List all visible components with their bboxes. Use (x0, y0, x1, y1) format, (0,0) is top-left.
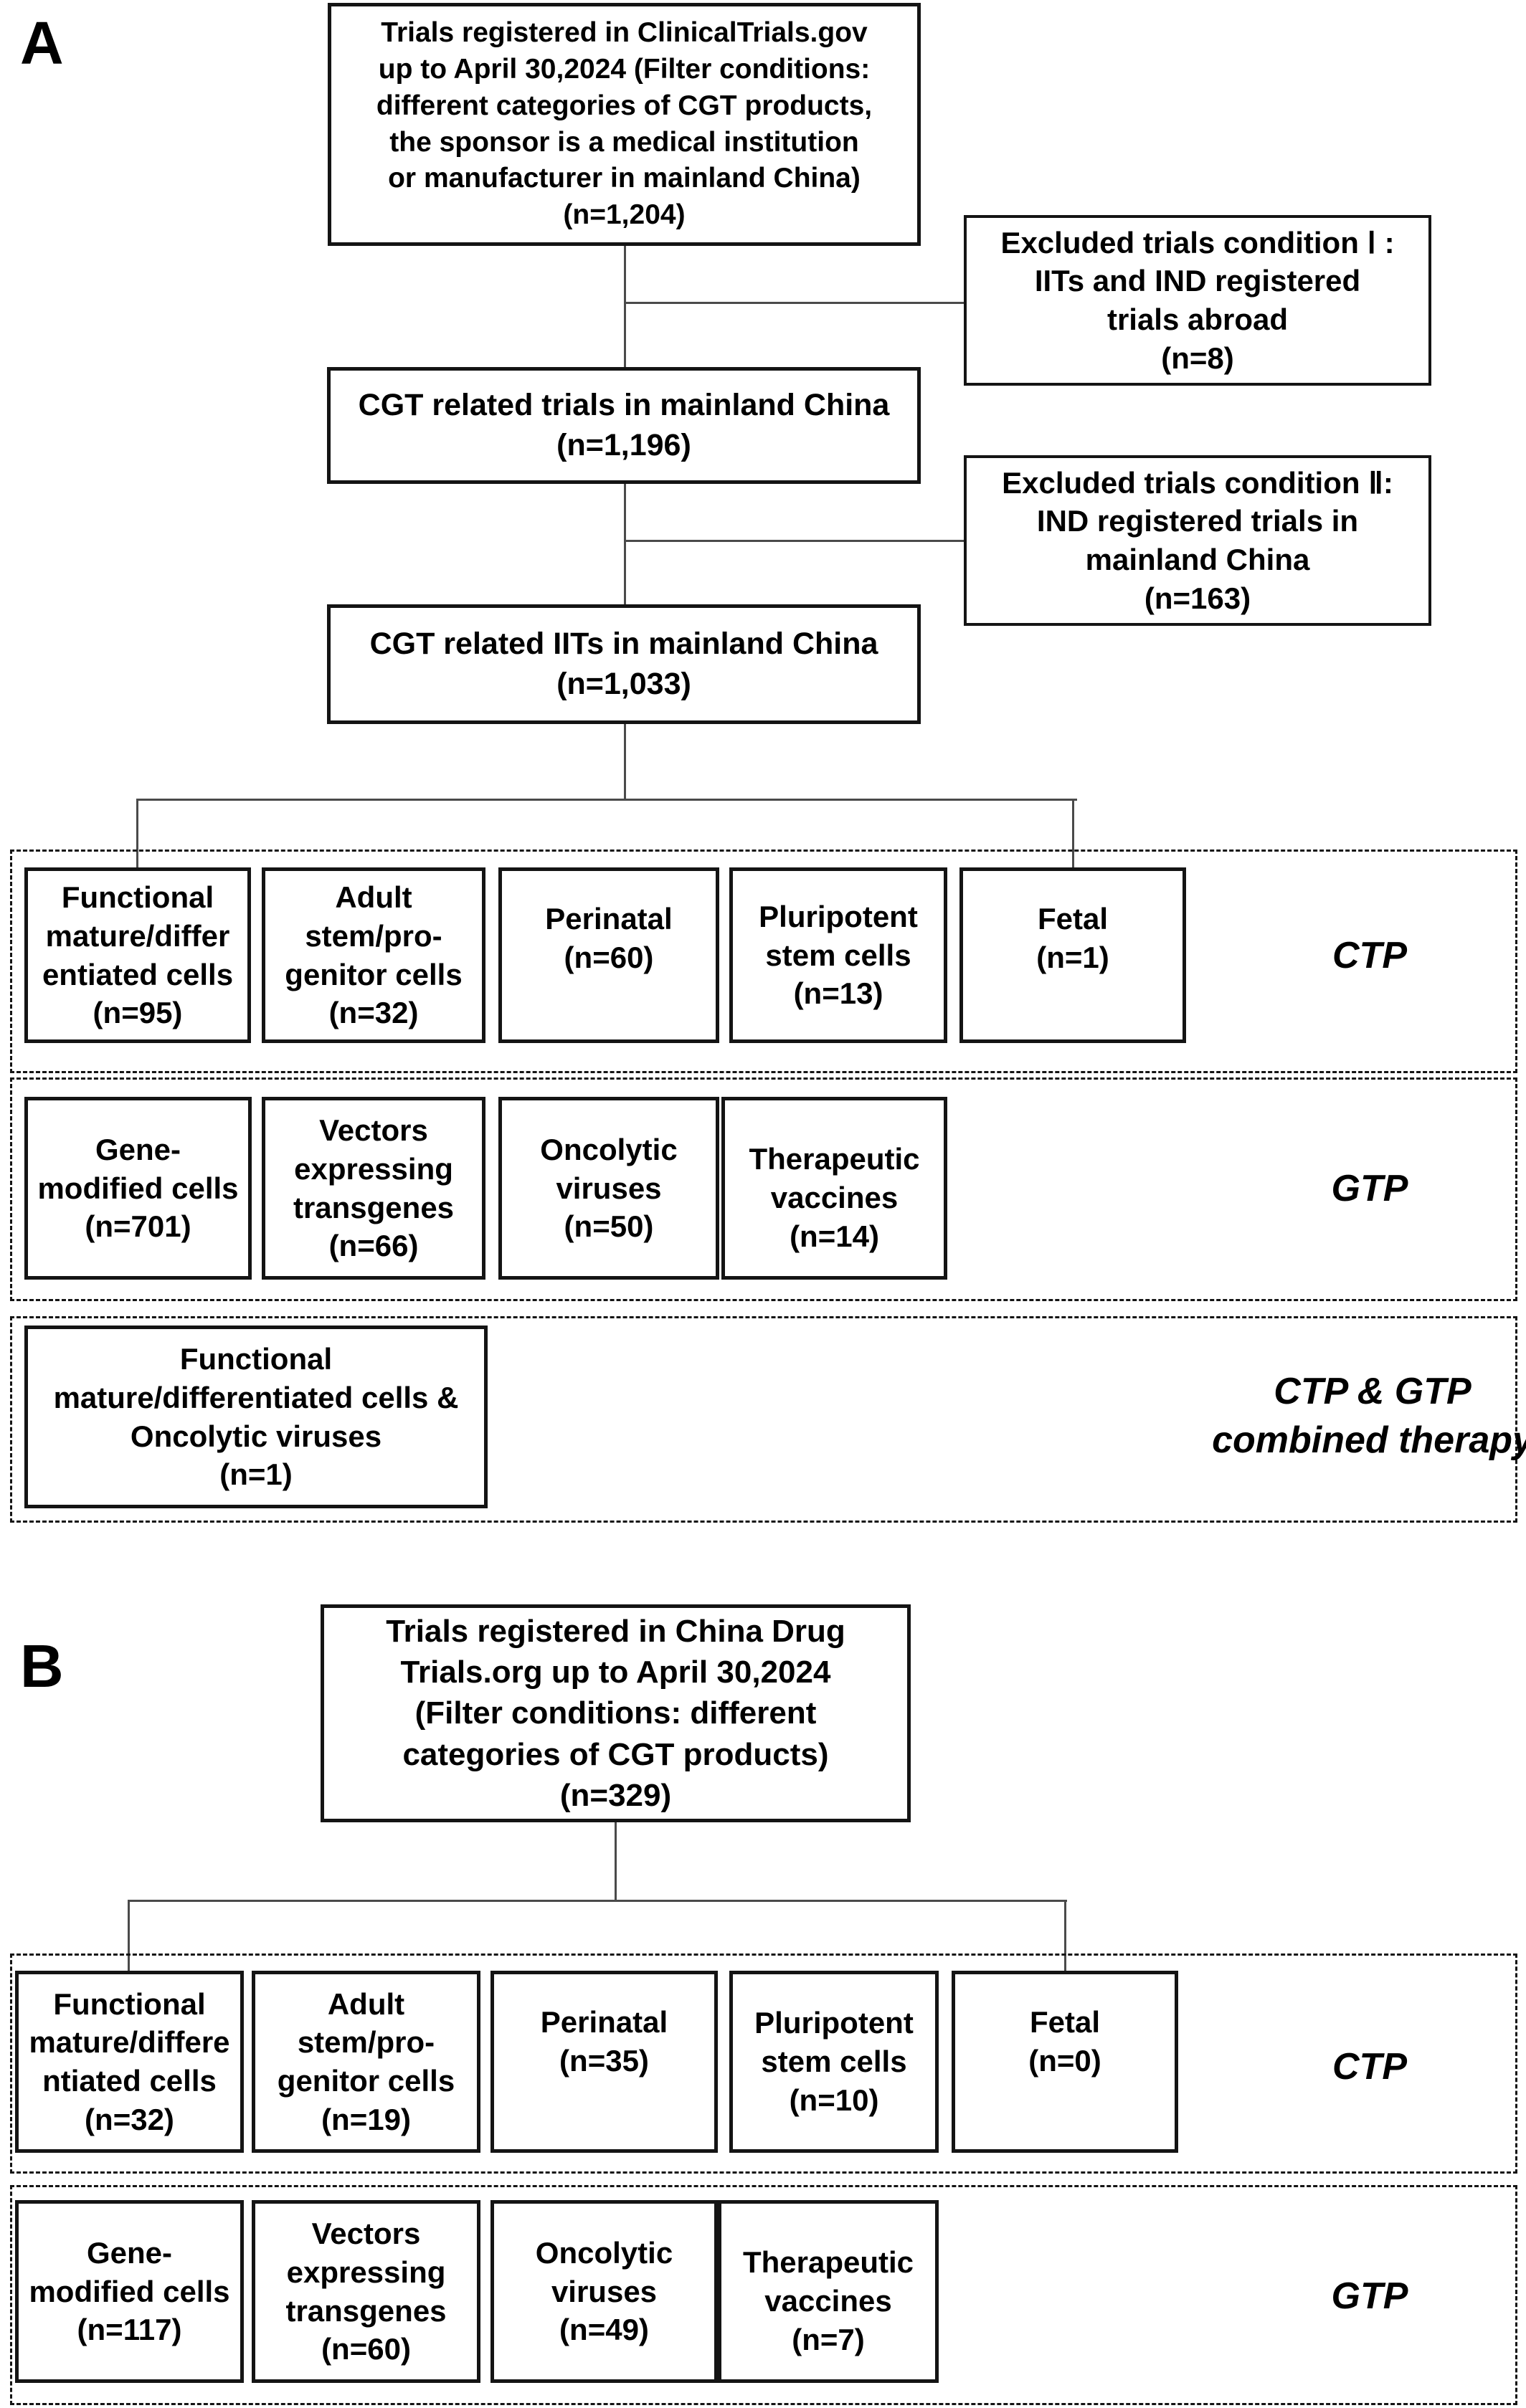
box-a-gtp-vectors: Vectors expressing transgenes (n=66) (262, 1097, 485, 1280)
box-b-gtp-vectors: Vectors expressing transgenes (n=60) (252, 2200, 480, 2383)
box-b-ctp-fetal-text: Fetal (n=0) (1028, 2005, 1101, 2078)
box-a-ctp-fetal: Fetal (n=1) (959, 867, 1186, 1043)
box-b-gtp-oncolytic: Oncolytic viruses (n=49) (490, 2200, 718, 2383)
box-a-excluded-condition-1-text: Excluded trials condition Ⅰ : IITs and I… (1000, 225, 1395, 375)
box-a-combined: Functional mature/differentiated cells &… (24, 1326, 488, 1508)
box-a-combined-text: Functional mature/differentiated cells &… (53, 1342, 459, 1492)
box-a-trials-registered-text: Trials registered in ClinicalTrials.gov … (376, 17, 873, 230)
group-b-gtp (10, 2185, 1517, 2405)
box-a-trials-registered: Trials registered in ClinicalTrials.gov … (328, 3, 921, 246)
box-a-ctp-functional-text: Functional mature/differ entiated cells … (42, 880, 234, 1030)
connector-b-branch-horizontal (128, 1900, 1067, 1902)
box-a-gtp-vaccines-text: Therapeutic vaccines (n=14) (749, 1142, 920, 1253)
box-b-ctp-functional-text: Functional mature/differe ntiated cells … (29, 1986, 230, 2136)
box-a-gtp-oncolytic-text: Oncolytic viruses (n=50) (540, 1132, 678, 1244)
box-b-gtp-vaccines-text: Therapeutic vaccines (n=7) (742, 2245, 914, 2356)
box-b-ctp-perinatal: Perinatal (n=35) (490, 1971, 718, 2153)
box-b-ctp-adult-stem: Adult stem/pro- genitor cells (n=19) (252, 1971, 480, 2153)
group-a-combined (10, 1316, 1517, 1523)
connector-b-branch-left-drop (128, 1900, 130, 1971)
panel-a-label: A (20, 9, 64, 77)
box-b-gtp-gene-modified-text: Gene- modified cells (n=117) (29, 2235, 230, 2347)
connector-a-vertical-1 (624, 246, 626, 367)
category-label-a-ctp: CTP (1332, 935, 1407, 976)
connector-a-branch-right-drop (1072, 799, 1074, 869)
box-b-trials-registered: Trials registered in China Drug Trials.o… (321, 1604, 911, 1822)
box-a-excluded-condition-1: Excluded trials condition Ⅰ : IITs and I… (964, 215, 1431, 386)
box-a-excluded-condition-2: Excluded trials condition Ⅱ: IND registe… (964, 455, 1431, 626)
box-a-gtp-gene-modified-text: Gene- modified cells (n=701) (37, 1132, 239, 1244)
box-b-gtp-vaccines: Therapeutic vaccines (n=7) (718, 2200, 939, 2383)
box-b-gtp-vectors-text: Vectors expressing transgenes (n=60) (285, 2217, 447, 2366)
group-a-gtp (10, 1077, 1517, 1301)
connector-a-vertical-3 (624, 724, 626, 800)
panel-b-label: B (20, 1632, 64, 1700)
box-a-ctp-pluripotent: Pluripotent stem cells (n=13) (729, 867, 947, 1043)
box-a-ctp-pluripotent-text: Pluripotent stem cells (n=13) (759, 899, 918, 1011)
box-a-gtp-gene-modified: Gene- modified cells (n=701) (24, 1097, 252, 1280)
box-a-gtp-vectors-text: Vectors expressing transgenes (n=66) (293, 1113, 455, 1263)
box-a-ctp-adult-stem: Adult stem/pro- genitor cells (n=32) (262, 867, 485, 1043)
box-a-cgt-iits: CGT related IITs in mainland China (n=1,… (327, 604, 921, 724)
connector-b-branch-right-drop (1064, 1900, 1066, 1971)
box-a-cgt-trials-text: CGT related trials in mainland China (n=… (358, 388, 890, 462)
box-a-ctp-functional: Functional mature/differ entiated cells … (24, 867, 251, 1043)
connector-a-branch-left-drop (136, 799, 138, 869)
connector-b-vertical-1 (615, 1822, 617, 1901)
box-a-ctp-perinatal: Perinatal (n=60) (498, 867, 719, 1043)
category-label-b-ctp: CTP (1332, 2046, 1407, 2088)
connector-a-to-excluded-1 (624, 302, 964, 304)
box-a-gtp-vaccines: Therapeutic vaccines (n=14) (721, 1097, 947, 1280)
box-b-trials-registered-text: Trials registered in China Drug Trials.o… (386, 1614, 845, 1813)
box-a-excluded-condition-2-text: Excluded trials condition Ⅱ: IND registe… (1002, 465, 1393, 615)
box-b-gtp-oncolytic-text: Oncolytic viruses (n=49) (535, 2235, 673, 2347)
box-b-ctp-fetal: Fetal (n=0) (952, 1971, 1178, 2153)
box-a-cgt-iits-text: CGT related IITs in mainland China (n=1,… (369, 627, 878, 701)
category-label-b-gtp: GTP (1331, 2275, 1408, 2317)
group-a-ctp (10, 850, 1517, 1073)
box-b-ctp-adult-stem-text: Adult stem/pro- genitor cells (n=19) (277, 1986, 455, 2136)
category-label-a-gtp: GTP (1331, 1168, 1408, 1209)
box-a-cgt-trials: CGT related trials in mainland China (n=… (327, 367, 921, 484)
box-b-gtp-gene-modified: Gene- modified cells (n=117) (15, 2200, 244, 2383)
connector-a-to-excluded-2 (624, 540, 964, 542)
connector-a-vertical-2 (624, 484, 626, 604)
box-a-gtp-oncolytic: Oncolytic viruses (n=50) (498, 1097, 719, 1280)
group-b-ctp (10, 1953, 1517, 2174)
box-b-ctp-functional: Functional mature/differe ntiated cells … (15, 1971, 244, 2153)
box-b-ctp-perinatal-text: Perinatal (n=35) (540, 2005, 668, 2078)
box-a-ctp-fetal-text: Fetal (n=1) (1036, 902, 1109, 974)
box-a-ctp-perinatal-text: Perinatal (n=60) (545, 902, 673, 974)
box-b-ctp-pluripotent-text: Pluripotent stem cells (n=10) (754, 2006, 914, 2117)
box-a-ctp-adult-stem-text: Adult stem/pro- genitor cells (n=32) (285, 880, 463, 1030)
connector-a-branch-horizontal (136, 799, 1077, 801)
box-b-ctp-pluripotent: Pluripotent stem cells (n=10) (729, 1971, 939, 2153)
category-label-a-combined: CTP & GTP combined therapy (1212, 1371, 1526, 1461)
